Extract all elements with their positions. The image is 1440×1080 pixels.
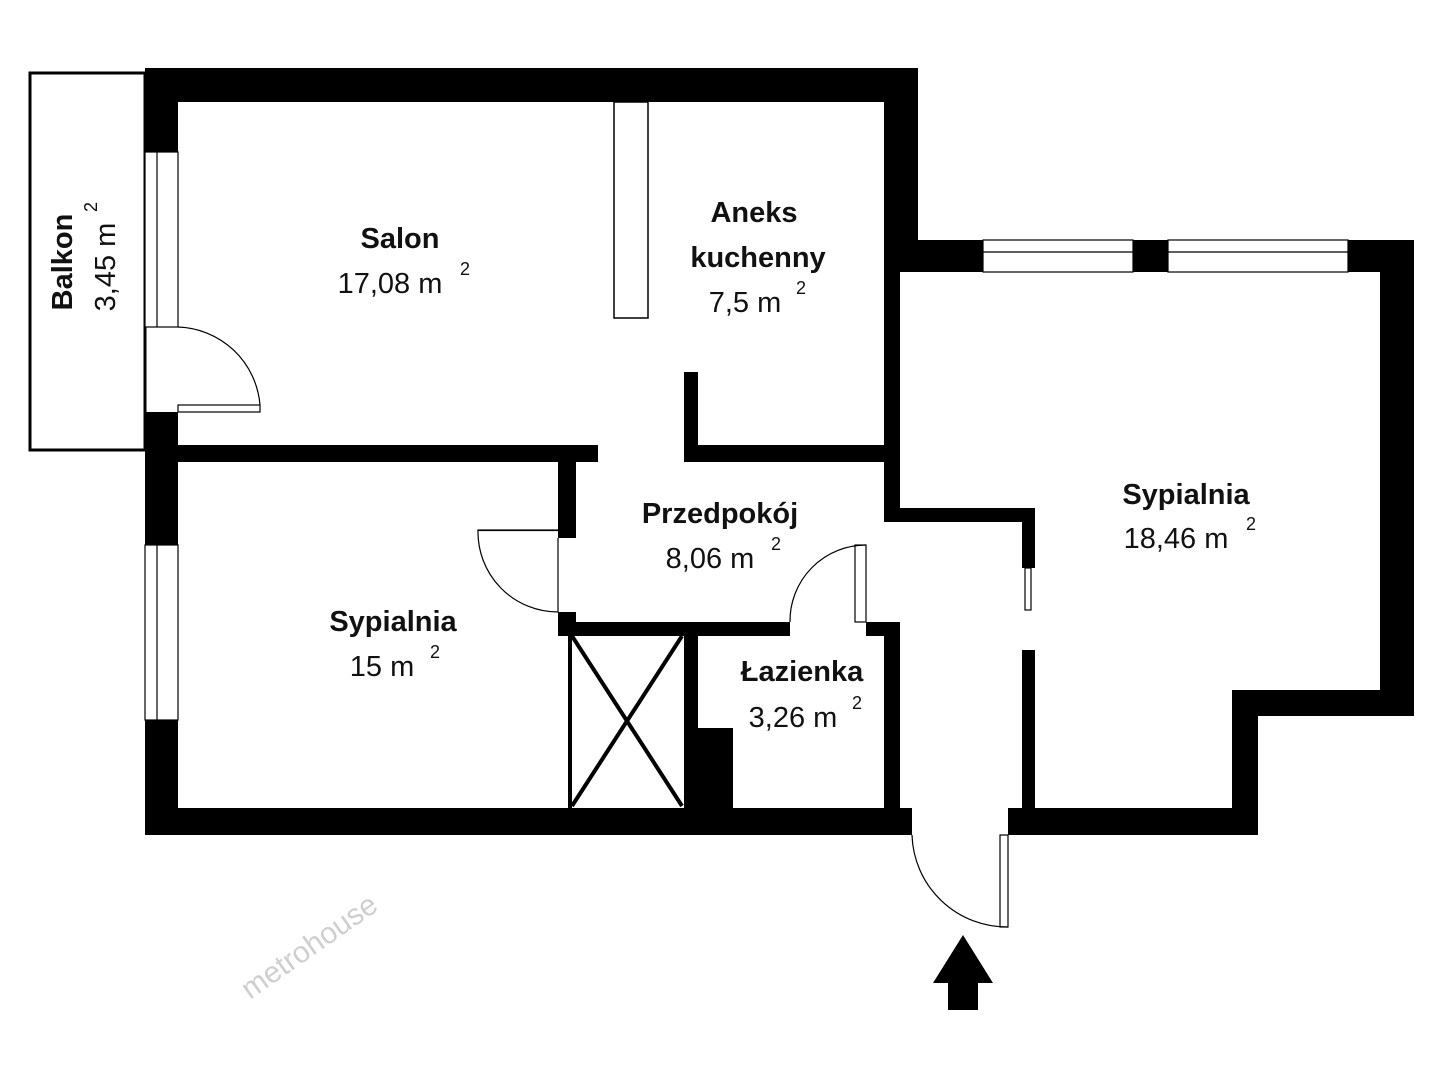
room-area-bathroom: 3,26 m — [749, 702, 838, 734]
walls — [145, 68, 1414, 835]
room-area-bedroom-small: 15 m — [350, 651, 414, 683]
room-area-kitchen: 7,5 m — [709, 287, 782, 319]
unit-sup: 2 — [460, 259, 470, 279]
unit-sup: 2 — [852, 693, 862, 713]
windows — [144, 151, 1349, 721]
unit-sup: 2 — [430, 642, 440, 662]
doors — [177, 326, 1032, 928]
room-name-balcony: Balkon — [47, 214, 79, 311]
unit-sup: 2 — [81, 202, 101, 212]
unit-sup: 2 — [771, 534, 781, 554]
room-name-kitchen-2: kuchenny — [690, 242, 825, 274]
room-name-kitchen: Aneks — [710, 197, 797, 229]
room-name-bathroom: Łazienka — [741, 656, 864, 688]
room-name-bedroom-large: Sypialnia — [1122, 479, 1250, 511]
room-area-salon: 17,08 m — [338, 268, 443, 300]
watermark: metrohouse — [235, 888, 384, 1006]
unit-sup: 2 — [796, 278, 806, 298]
unit-sup: 2 — [1246, 514, 1256, 534]
room-area-hall: 8,06 m — [666, 543, 755, 575]
room-name-salon: Salon — [361, 223, 440, 255]
arrow-up-icon — [933, 935, 993, 1010]
kitchen-counter — [613, 101, 649, 319]
room-name-hall: Przedpokój — [642, 498, 798, 530]
room-name-bedroom-small: Sypialnia — [329, 606, 457, 638]
shaft — [570, 634, 684, 808]
room-area-balcony: 3,45 m — [90, 223, 122, 312]
room-area-bedroom-large: 18,46 m — [1124, 523, 1229, 555]
